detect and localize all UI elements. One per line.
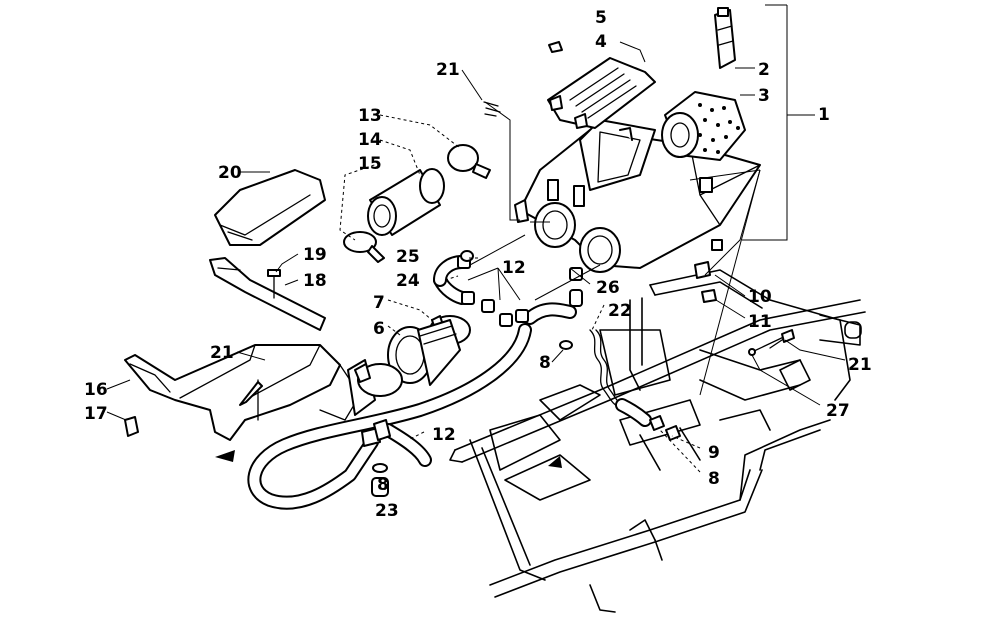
callout-labels: 1 2 3 4 5 6 7 8 8 8 9 10 11 12 12 12 13 …	[84, 8, 872, 521]
callout-24: 24	[396, 271, 420, 291]
callout-6: 6	[373, 319, 385, 339]
plug-23	[371, 477, 389, 497]
callout-4: 4	[595, 32, 607, 52]
coiled-hose-22	[589, 329, 627, 409]
clamp-9	[665, 425, 681, 441]
callout-16: 16	[84, 380, 108, 400]
clamp-7-lower	[354, 363, 403, 397]
callout-15: 15	[358, 154, 382, 174]
callout-9: 9	[708, 443, 720, 463]
direction-arrow-left	[215, 450, 235, 462]
clamp-8-lower-left	[372, 463, 388, 473]
intake-boot	[367, 168, 445, 236]
callout-21-left: 21	[210, 343, 234, 363]
callout-18: 18	[303, 271, 327, 291]
spring-21-top	[483, 101, 501, 117]
clamp-8-mid	[559, 340, 573, 350]
callout-14: 14	[358, 130, 382, 150]
callout-21-top: 21	[436, 60, 460, 80]
bolt-21-right	[769, 329, 795, 349]
clamp-8-right	[649, 415, 665, 431]
clamp-10	[694, 261, 711, 279]
boot-clamp-15	[343, 231, 385, 263]
callout-20: 20	[218, 163, 242, 183]
pin-21-left	[239, 381, 263, 406]
air-box-lid	[547, 57, 656, 129]
callout-3: 3	[758, 86, 770, 106]
intake-cover	[214, 169, 326, 246]
callout-12-upper: 12	[502, 258, 526, 278]
drain-hose-loop	[247, 323, 532, 510]
callout-23: 23	[375, 501, 399, 521]
air-box	[514, 119, 761, 269]
callout-22: 22	[608, 301, 632, 321]
air-box-outlets	[534, 202, 621, 273]
callout-17: 17	[84, 404, 108, 424]
panel-18	[209, 257, 326, 331]
callout-10: 10	[748, 287, 772, 307]
direction-arrow-center	[548, 456, 562, 468]
callout-8-right: 8	[708, 469, 720, 489]
boot-clamp-13	[447, 144, 491, 179]
t-fitting	[361, 419, 391, 447]
callout-26: 26	[596, 278, 620, 298]
carb-boot	[387, 319, 461, 386]
callout-2: 2	[758, 60, 770, 80]
breather-hose	[433, 255, 577, 325]
callout-21-right: 21	[848, 355, 872, 375]
callout-11: 11	[748, 312, 772, 332]
callout-7: 7	[373, 293, 385, 313]
screw-17	[124, 416, 139, 437]
callout-19: 19	[303, 245, 327, 265]
clamp-25	[460, 250, 474, 262]
lid-screw	[548, 41, 563, 53]
leader-lines	[106, 4, 846, 490]
air-filter	[661, 91, 746, 161]
chassis-frame	[449, 269, 866, 613]
callout-8-center: 8	[539, 353, 551, 373]
callout-25: 25	[396, 247, 420, 267]
callout-13: 13	[358, 106, 382, 126]
callout-8-lower-left: 8	[377, 475, 389, 495]
callout-5: 5	[595, 8, 607, 28]
plug-26	[569, 289, 583, 307]
fastener-19	[267, 269, 281, 299]
callout-1: 1	[818, 105, 830, 125]
filter-frame	[714, 7, 736, 69]
clamp-11	[701, 289, 717, 303]
callout-12-lower: 12	[432, 425, 456, 445]
drain-hose-8-lower	[615, 398, 652, 427]
callout-27: 27	[826, 401, 850, 421]
